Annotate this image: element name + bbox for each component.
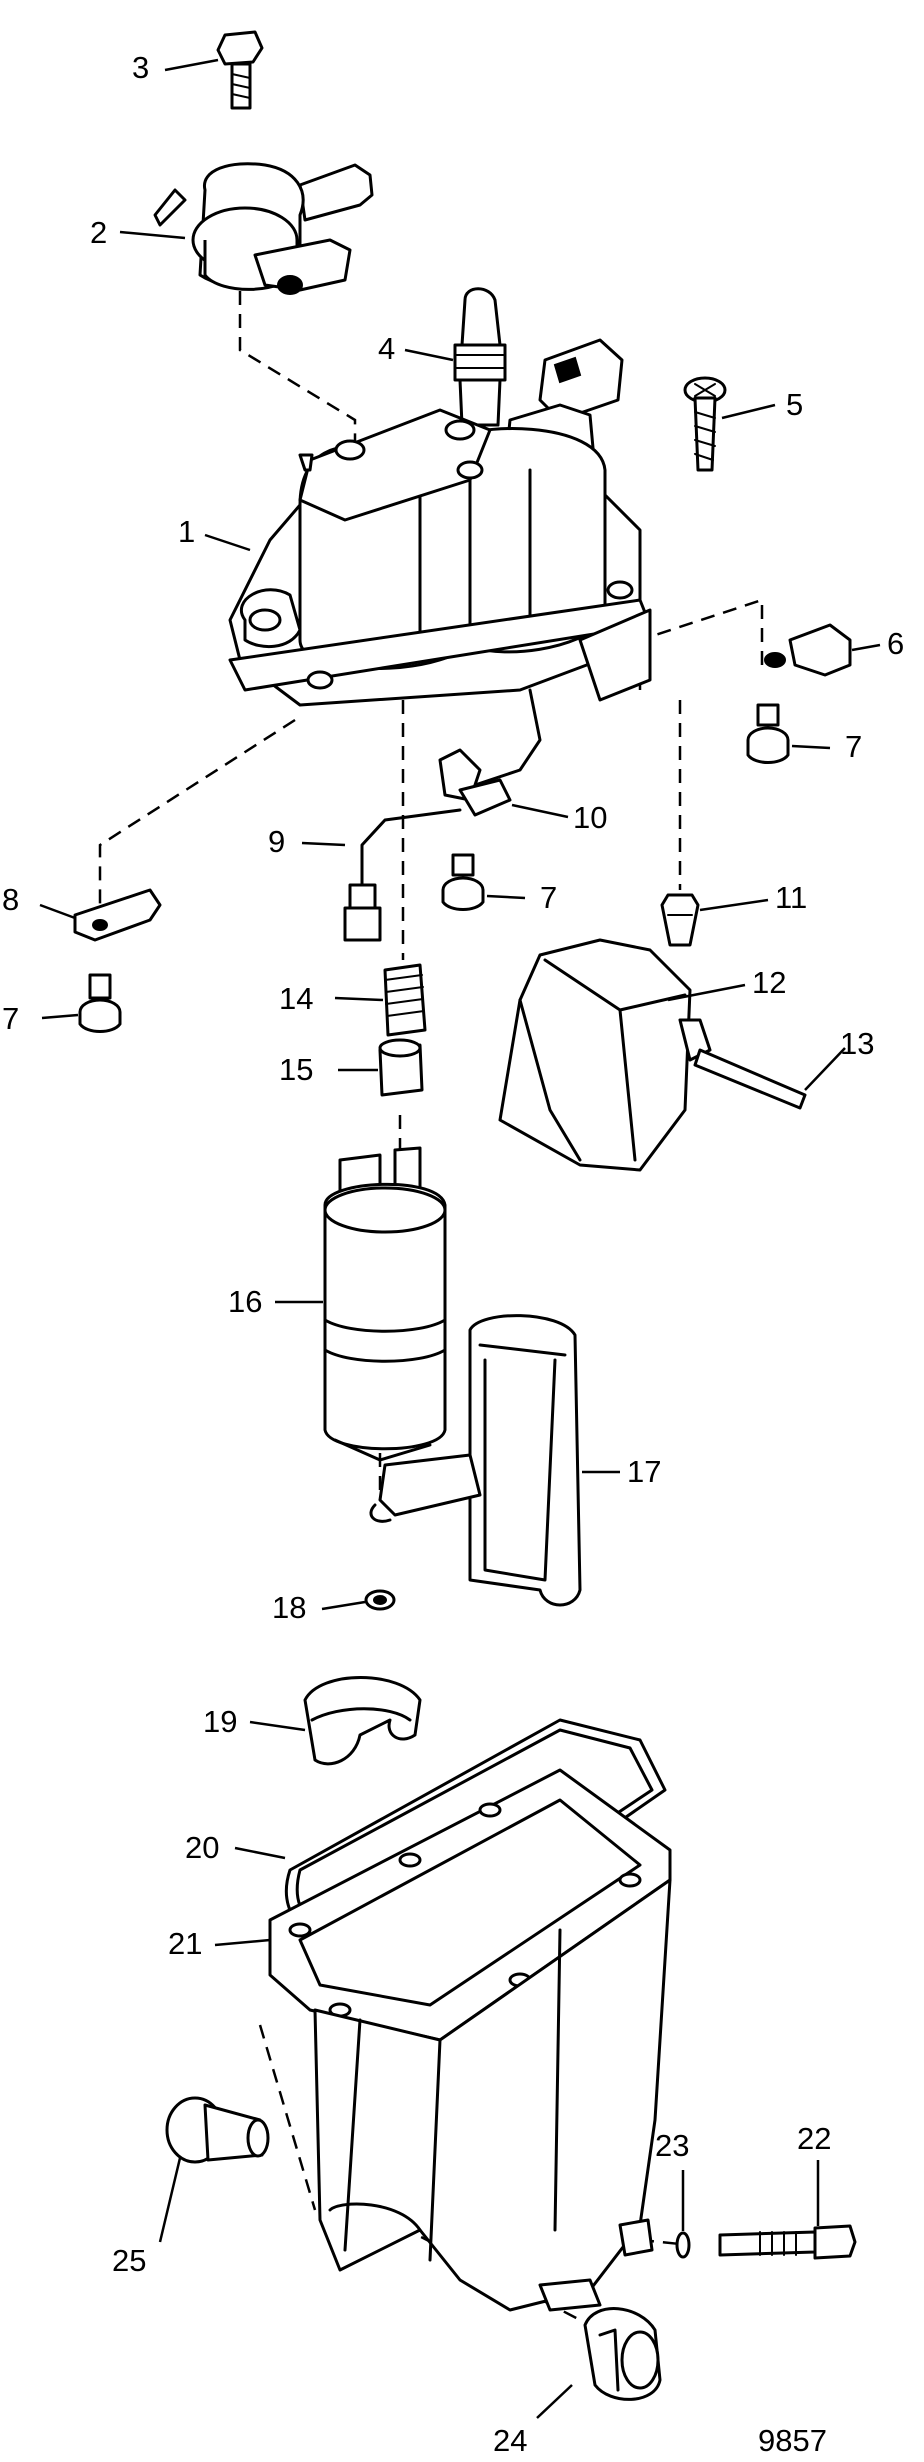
part-24-plug xyxy=(583,2307,662,2401)
part-4-fitting xyxy=(453,287,507,427)
part-8-plate xyxy=(73,888,162,942)
part-6-clip xyxy=(764,623,852,677)
callout-18: 18 xyxy=(272,1590,307,1625)
callout-7-middle: 7 xyxy=(540,880,558,915)
callout-20: 20 xyxy=(185,1830,220,1865)
callout-6: 6 xyxy=(887,626,905,661)
part-17-filter xyxy=(378,1314,582,1607)
callout-21: 21 xyxy=(168,1926,203,1961)
part-13-pin xyxy=(693,1048,807,1110)
callout-22: 22 xyxy=(797,2121,832,2156)
part-11-fuse xyxy=(660,893,700,947)
callout-1: 1 xyxy=(178,514,196,549)
part-7-screw-a xyxy=(746,703,790,764)
part-7-screw-b xyxy=(441,853,485,911)
callout-19: 19 xyxy=(203,1704,238,1739)
callout-9: 9 xyxy=(268,824,286,859)
callout-7-left: 7 xyxy=(2,1001,20,1036)
callout-12: 12 xyxy=(752,965,787,1000)
callout-5: 5 xyxy=(786,387,804,422)
callout-7-right: 7 xyxy=(845,729,863,764)
callout-10: 10 xyxy=(573,800,608,835)
part-12-cover xyxy=(498,938,712,1172)
callout-25: 25 xyxy=(112,2243,147,2278)
part-15-sleeve xyxy=(378,1038,424,1097)
figure-number: 9857 xyxy=(758,2423,827,2458)
callout-15: 15 xyxy=(279,1052,314,1087)
callout-4: 4 xyxy=(378,331,396,366)
callout-16: 16 xyxy=(228,1284,263,1319)
part-14-spring xyxy=(383,963,427,1037)
part-19-baffle xyxy=(303,1676,422,1766)
leader-lines xyxy=(39,58,881,2419)
part-21-bowl xyxy=(268,1768,672,2312)
part-5-screw xyxy=(683,376,727,472)
part-10-wire-clamp xyxy=(438,688,542,817)
callout-11: 11 xyxy=(775,880,808,915)
callout-14: 14 xyxy=(279,981,314,1016)
part-23-o-ring xyxy=(675,2231,691,2259)
part-25-fitting xyxy=(165,2096,270,2164)
callout-17: 17 xyxy=(627,1454,662,1489)
part-18-clip xyxy=(364,1503,396,1611)
part-7-screw-c xyxy=(78,973,122,1033)
part-3-screw xyxy=(216,30,264,110)
callout-3: 3 xyxy=(132,50,150,85)
callout-13: 13 xyxy=(840,1026,875,1061)
part-2-pressure-regulator xyxy=(153,162,374,295)
callout-24: 24 xyxy=(493,2423,528,2458)
callout-8: 8 xyxy=(2,882,20,917)
part-22-fitting xyxy=(718,2224,857,2260)
part-16-fuel-pump xyxy=(323,1146,447,1462)
callout-23: 23 xyxy=(655,2128,690,2163)
callout-2: 2 xyxy=(90,215,108,250)
part-1-housing xyxy=(228,408,652,707)
part-9-connector xyxy=(343,808,462,942)
